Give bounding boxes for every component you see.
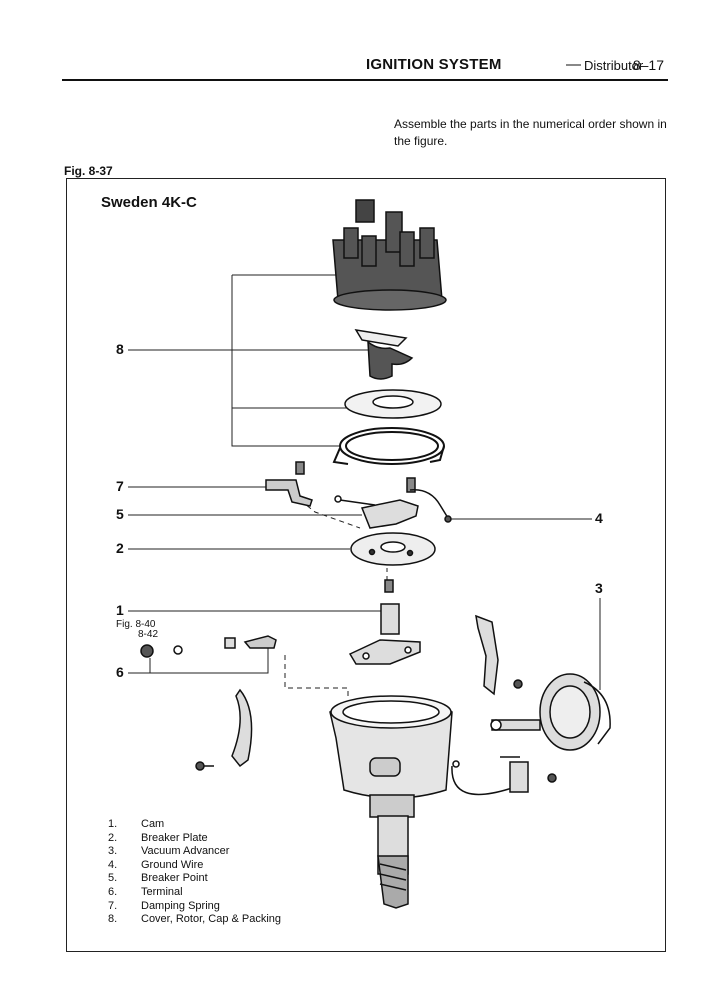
- leader-6: [128, 638, 269, 674]
- legend-text: Ground Wire: [141, 858, 204, 871]
- reference-figure: Fig. 8-40: [116, 619, 156, 630]
- cam-assembly: [348, 579, 421, 665]
- callout-5: 5: [116, 506, 124, 522]
- callout-7: 7: [116, 478, 124, 494]
- figure-variant: Sweden 4K-C: [101, 194, 197, 211]
- figure-frame: [66, 178, 666, 952]
- dust-cover: [344, 389, 442, 419]
- condenser: [451, 756, 557, 796]
- reference-page: 8-42: [138, 629, 159, 640]
- title-separator: —: [566, 56, 581, 73]
- legend-item: 5. Breaker Point: [108, 872, 281, 886]
- vacuum-advancer: [490, 673, 611, 751]
- page-header: IGNITION SYSTEM — Distributor 8–17: [62, 55, 668, 81]
- legend-text: Damping Spring: [141, 899, 220, 912]
- legend-item: 8. Cover, Rotor, Cap & Packing: [108, 913, 281, 927]
- legend-number: 3.: [108, 845, 118, 858]
- parts-legend: 1.Cam 2.Breaker Plate 3.Vacuum Advancer …: [108, 818, 281, 927]
- breaker-plate: [350, 532, 436, 566]
- header-rule: [62, 79, 668, 81]
- damping-spring: [265, 461, 313, 507]
- callout-1: 1: [116, 602, 124, 618]
- legend-item: 3. Vacuum Advancer: [108, 845, 281, 859]
- legend-text: Breaker Plate: [141, 831, 208, 844]
- breaker-point: [334, 477, 419, 529]
- terminal-parts: [140, 635, 277, 658]
- legend-number: 5.: [108, 872, 118, 885]
- legend-text: Vacuum Advancer: [141, 845, 230, 858]
- callout-3: 3: [595, 580, 603, 596]
- instruction-text: Assemble the parts in the numerical orde…: [394, 117, 667, 148]
- legend-item: 2. Breaker Plate: [108, 832, 281, 846]
- legend-number: 8.: [108, 913, 118, 926]
- rotor: [354, 329, 414, 380]
- section-title: IGNITION SYSTEM: [366, 56, 502, 73]
- clamp-right: [475, 614, 523, 696]
- legend-number: 6.: [108, 885, 118, 898]
- legend-item: 1. Cam: [108, 818, 281, 832]
- callout-4: 4: [595, 510, 603, 526]
- callout-6: 6: [116, 664, 124, 680]
- legend-number: 1.: [108, 818, 118, 830]
- legend-text: Terminal: [141, 885, 183, 898]
- legend-item: 6. Terminal: [108, 886, 281, 900]
- legend-number: 2.: [108, 831, 118, 844]
- legend-text: Cam: [141, 818, 165, 830]
- page-number: 8–17: [632, 57, 664, 73]
- legend-number: 4.: [108, 858, 118, 871]
- legend-item: 7. Damping Spring: [108, 900, 281, 914]
- legend-text: Cover, Rotor, Cap & Packing: [141, 913, 282, 926]
- figure-label: Fig. 8-37: [64, 164, 113, 178]
- legend-text: Breaker Point: [141, 872, 208, 885]
- distributor-housing: [329, 695, 453, 909]
- legend-number: 7.: [108, 899, 118, 912]
- packing-gasket: [332, 427, 445, 465]
- callout-2: 2: [116, 540, 124, 556]
- ground-wire: [409, 489, 452, 523]
- distributor-cap: [332, 199, 447, 311]
- bracket-8: [231, 275, 340, 447]
- clamp-left: [195, 688, 253, 771]
- section-subtitle: Distributor: [584, 58, 644, 73]
- legend-item: 4. Ground Wire: [108, 859, 281, 873]
- callout-8: 8: [116, 341, 124, 357]
